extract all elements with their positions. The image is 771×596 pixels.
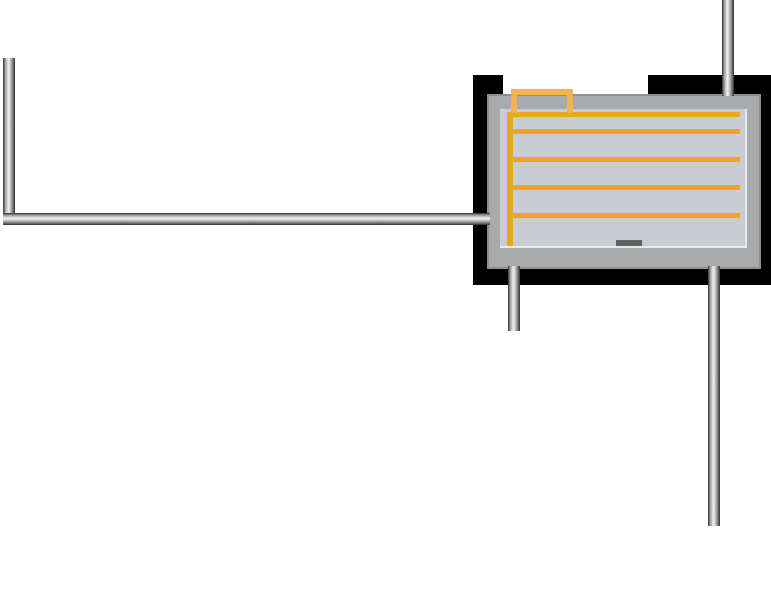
element-mounting-bracket	[511, 89, 573, 113]
left-inlet-pipe-horizontal	[3, 213, 490, 225]
heating-element-line	[507, 112, 740, 117]
bottom-left-outlet-pipe	[508, 266, 520, 331]
left-inlet-pipe-vertical	[3, 58, 15, 225]
heating-element-vertical-bar	[507, 112, 513, 246]
top-inlet-pipe	[722, 0, 734, 96]
heating-element-line	[507, 185, 740, 190]
heating-element-line	[507, 213, 740, 218]
panel-bottom-mark	[616, 240, 642, 246]
heating-element-line	[507, 129, 740, 134]
heating-element-line	[507, 157, 740, 162]
bottom-right-outlet-pipe	[708, 266, 720, 526]
